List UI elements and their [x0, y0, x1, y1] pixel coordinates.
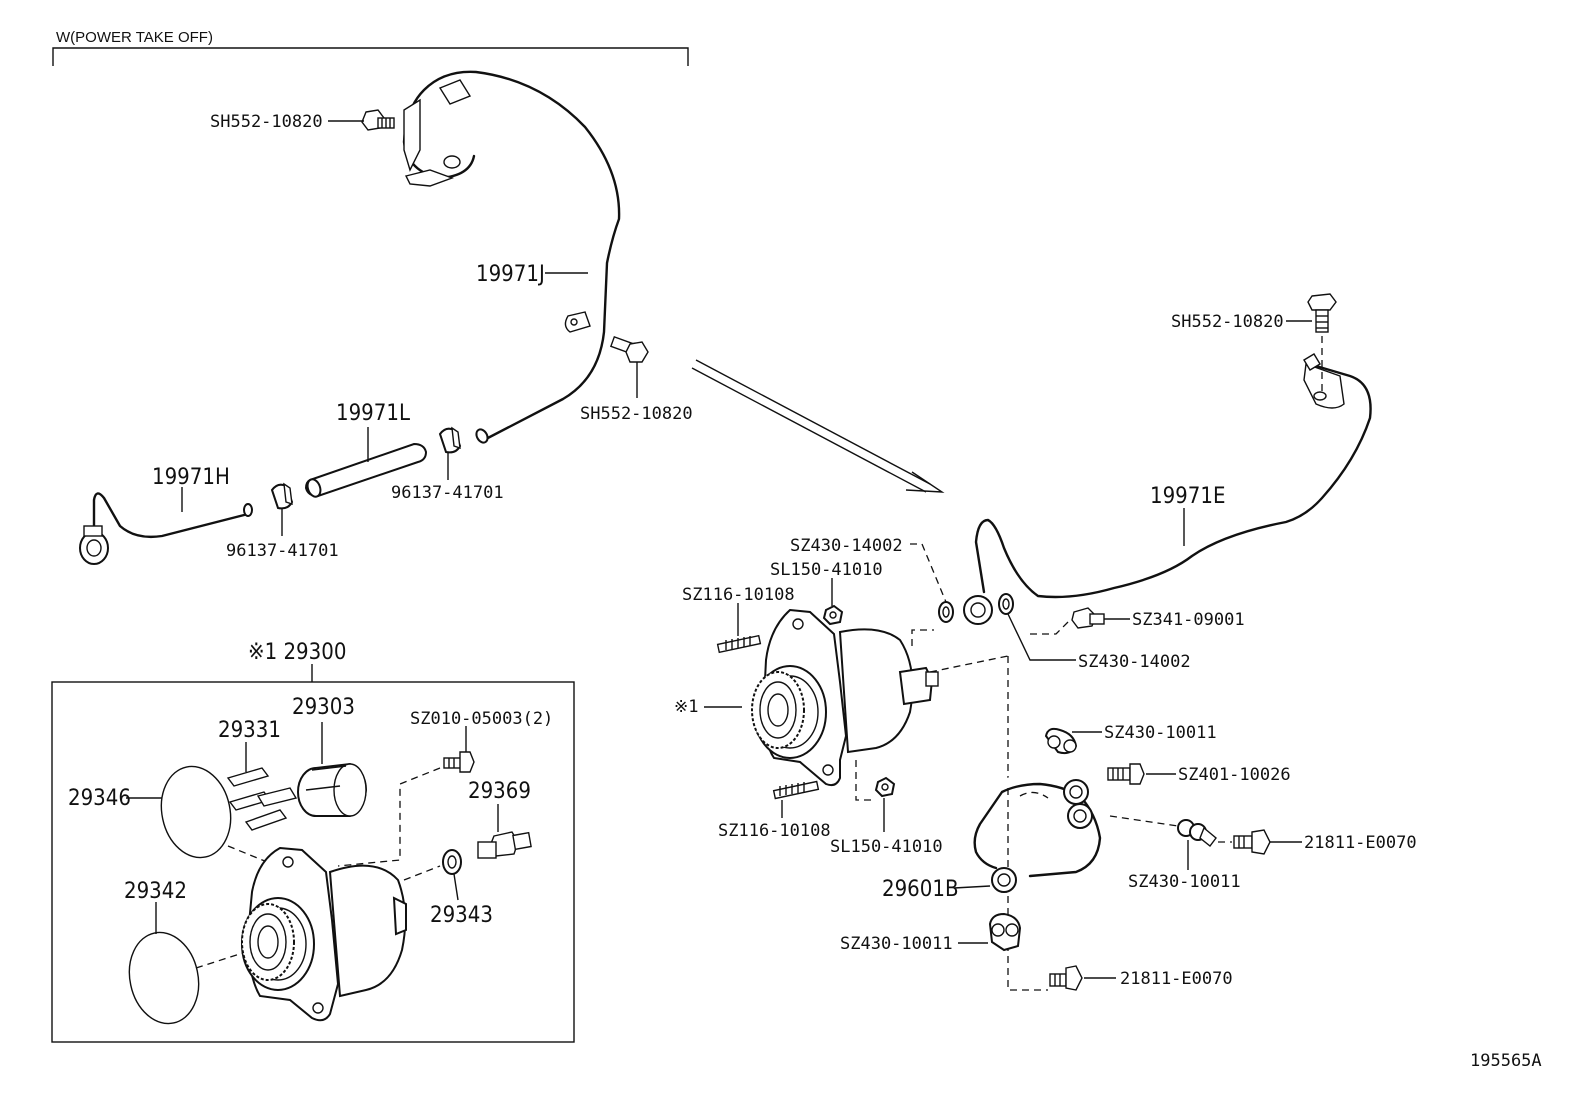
callout-bolt-mid: SH552-10820 — [580, 404, 693, 424]
callout-clip-mid: SZ430-10011 — [1128, 872, 1241, 892]
vacuum-pump-inset — [241, 846, 407, 1022]
section-bracket — [52, 47, 689, 66]
nut-sl150-41010-top — [822, 604, 844, 626]
oring-29346 — [160, 765, 232, 859]
callout-bolt-clip: SZ401-10026 — [1178, 765, 1291, 785]
callout-hose-l: 19971L — [336, 401, 410, 426]
pipe-19971h — [79, 480, 253, 565]
gasket-sz430-14002-right — [998, 593, 1014, 615]
section-label: W(POWER TAKE OFF) — [56, 29, 213, 46]
clip-sz430-10011-bottom — [988, 912, 1022, 952]
clip-sz430-10011-top — [1044, 727, 1078, 755]
hose-clamp-21811-right — [1233, 829, 1271, 855]
callout-hose-b: 29601B — [882, 877, 959, 902]
inset-label-29303: 29303 — [292, 695, 355, 720]
inset-label-29342: 29342 — [124, 879, 187, 904]
callout-nut-bottom: SL150-41010 — [830, 837, 943, 857]
stud-sz116-10108-bottom — [772, 780, 820, 800]
plates-29331 — [226, 767, 298, 831]
inset-label-bolts: SZ010-05003(2) — [410, 709, 553, 729]
inset-label-29346: 29346 — [68, 786, 131, 811]
pipe-19971j — [402, 70, 621, 444]
callout-pump-ref: ※1 — [674, 697, 698, 717]
callout-gasket-top: SZ430-14002 — [790, 536, 903, 556]
bolt-sh552-mid — [609, 335, 649, 363]
clip-sz430-10011-mid — [1177, 819, 1217, 847]
inset-title: ※1 29300 — [248, 640, 346, 665]
bolt-sz010-05003 — [443, 751, 475, 773]
inset-label-29343: 29343 — [430, 903, 493, 928]
bolt-sh552-right — [1307, 293, 1337, 333]
callout-pipe-e: 19971E — [1150, 484, 1225, 509]
union-bolt-sz341-09001 — [1071, 607, 1105, 629]
callout-bolt-top-left: SH552-10820 — [210, 112, 323, 132]
callout-pipe-j: 19971J — [476, 262, 545, 287]
nut-sl150-41010-bottom — [874, 776, 896, 798]
clamp-96137-b — [270, 482, 294, 510]
callout-pipe-h: 19971H — [152, 465, 230, 490]
callout-stud-top: SZ116-10108 — [682, 585, 795, 605]
inset-label-29331: 29331 — [218, 718, 281, 743]
vacuum-pump-right — [751, 608, 939, 787]
direction-arrow — [691, 359, 945, 493]
callout-clip-bottom: SZ430-10011 — [840, 934, 953, 954]
gasket-sz430-14002-top — [938, 601, 954, 623]
hose-19971l — [304, 442, 428, 498]
callout-hose-clamp-bottom: 21811-E0070 — [1120, 969, 1233, 989]
hose-29601b — [962, 773, 1113, 893]
diagram-id: 195565A — [1470, 1051, 1542, 1071]
inset-box — [51, 681, 575, 1043]
callout-gasket-right: SZ430-14002 — [1078, 652, 1191, 672]
bolt-sz401-10026 — [1107, 763, 1145, 785]
callout-bolt-right: SH552-10820 — [1171, 312, 1284, 332]
oring-29342 — [128, 931, 200, 1025]
stud-sz116-10108-top — [716, 634, 762, 654]
callout-stud-bottom: SZ116-10108 — [718, 821, 831, 841]
callout-clamp-b: 96137-41701 — [226, 541, 339, 561]
pipe-19971e — [963, 353, 1372, 625]
callout-nut-top: SL150-41010 — [770, 560, 883, 580]
valve-29369 — [477, 831, 532, 859]
bolt-sh552-top-left — [361, 109, 395, 131]
rotor-29303 — [297, 762, 368, 817]
callout-clip-top: SZ430-10011 — [1104, 723, 1217, 743]
clamp-96137-a — [438, 426, 462, 454]
callout-hose-clamp-right: 21811-E0070 — [1304, 833, 1417, 853]
callout-union-bolt: SZ341-09001 — [1132, 610, 1245, 630]
inset-label-29369: 29369 — [468, 779, 531, 804]
hose-clamp-21811-bottom — [1049, 965, 1083, 991]
callout-clamp-a: 96137-41701 — [391, 483, 504, 503]
